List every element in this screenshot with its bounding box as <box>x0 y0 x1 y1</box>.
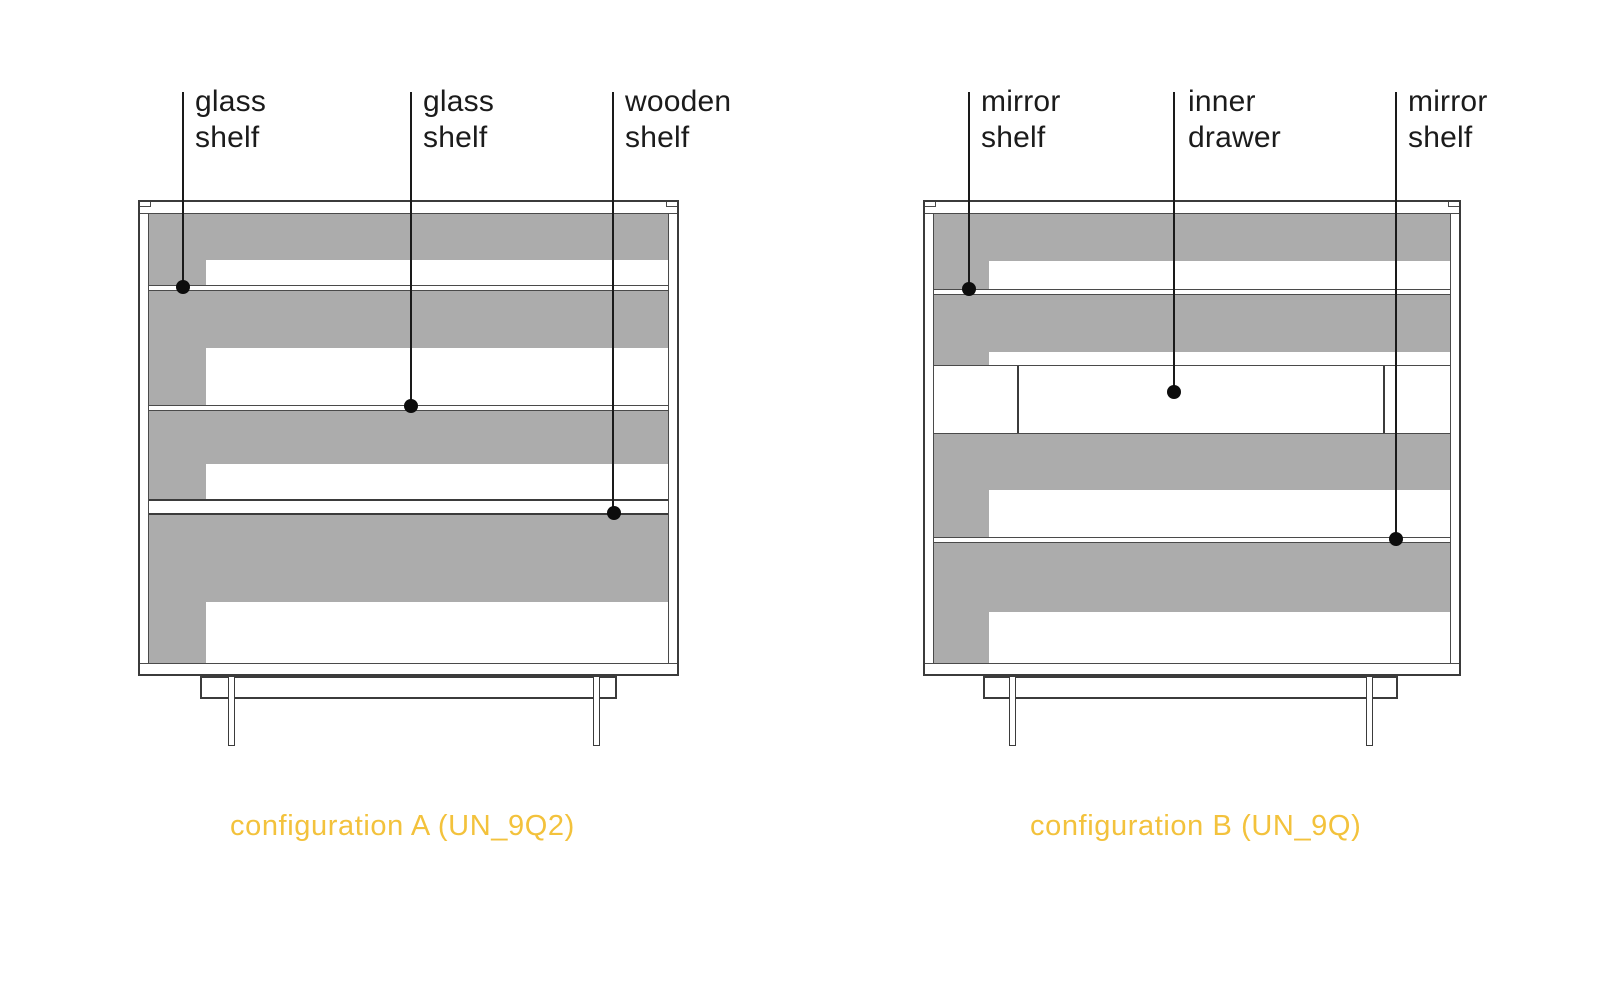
cabinet-b-plinth <box>983 676 1398 699</box>
callout-dot-inner-drawer <box>1167 385 1181 399</box>
cabinet-b-right-leg <box>1366 676 1373 746</box>
label-mirror-shelf-1: mirror shelf <box>981 84 1061 156</box>
label-line: mirror <box>981 85 1061 118</box>
cabinet-a-right-panel <box>668 202 677 674</box>
label-line: shelf <box>423 121 488 154</box>
callout-dot-mirror-shelf-2 <box>1389 532 1403 546</box>
corner-notch <box>925 202 936 207</box>
cabinet-a-compartment-4 <box>149 515 668 663</box>
leader-line-mirror-shelf-2 <box>1395 92 1397 539</box>
leader-line-inner-drawer <box>1173 92 1175 392</box>
callout-dot-mirror-shelf-1 <box>962 282 976 296</box>
cabinet-b-compartment-1 <box>934 214 1450 289</box>
label-line: drawer <box>1188 121 1281 154</box>
callout-dot-glass-shelf-1 <box>176 280 190 294</box>
cabinet-b-left-leg <box>1009 676 1016 746</box>
cabinet-b-bottom-panel <box>925 663 1459 674</box>
label-glass-shelf-2: glass shelf <box>423 84 494 156</box>
cabinet-b <box>923 200 1461 676</box>
mirror-shelf-2 <box>934 537 1450 543</box>
cabinet-b-right-panel <box>1450 202 1459 674</box>
caption-configuration-b: configuration B (UN_9Q) <box>1030 810 1362 842</box>
corner-notch <box>666 202 677 207</box>
leader-line-glass-shelf-2 <box>410 92 412 406</box>
cabinet-b-left-panel <box>925 202 934 674</box>
cabinet-a-left-leg <box>228 676 235 746</box>
leader-line-wooden-shelf <box>612 92 614 513</box>
cabinet-a <box>138 200 679 676</box>
label-line: inner <box>1188 85 1256 118</box>
shelf-shadow-cutout <box>206 464 668 499</box>
label-line: shelf <box>1408 121 1473 154</box>
wooden-shelf <box>149 499 668 515</box>
label-line: glass <box>195 85 267 118</box>
leader-line-mirror-shelf-1 <box>968 92 970 289</box>
shelf-shadow-cutout <box>989 261 1450 289</box>
cabinet-a-compartment-2 <box>149 291 668 405</box>
inner-drawer-right-edge <box>1383 366 1385 433</box>
glass-shelf-1 <box>149 285 668 291</box>
shelf-shadow-cutout <box>989 612 1450 663</box>
label-inner-drawer: inner drawer <box>1188 84 1281 156</box>
cabinet-b-compartment-3 <box>934 434 1450 537</box>
cabinet-a-right-leg <box>593 676 600 746</box>
callout-dot-glass-shelf-2 <box>404 399 418 413</box>
corner-notch <box>1448 202 1459 207</box>
label-line: shelf <box>625 121 690 154</box>
label-line: glass <box>423 85 495 118</box>
callout-dot-wooden-shelf <box>607 506 621 520</box>
label-wooden-shelf: wooden shelf <box>625 84 731 156</box>
cabinet-a-compartment-3 <box>149 411 668 499</box>
shelf-shadow-cutout <box>206 348 668 405</box>
cabinet-a-plinth <box>200 676 617 699</box>
cabinet-b-compartment-4 <box>934 543 1450 663</box>
shelf-shadow-cutout <box>206 602 668 663</box>
label-mirror-shelf-2: mirror shelf <box>1408 84 1488 156</box>
label-line: shelf <box>981 121 1046 154</box>
label-line: shelf <box>195 121 260 154</box>
inner-drawer-left-edge <box>1017 366 1019 433</box>
cabinet-a-bottom-panel <box>140 663 677 674</box>
cabinet-b-top-panel <box>925 202 1459 214</box>
cabinet-a-compartment-1 <box>149 214 668 285</box>
cabinet-a-left-panel <box>140 202 149 674</box>
label-line: mirror <box>1408 85 1488 118</box>
shelf-shadow-cutout <box>989 490 1450 537</box>
label-line: wooden <box>625 85 732 118</box>
inner-drawer-compartment <box>934 365 1450 434</box>
cabinet-b-compartment-2 <box>934 295 1450 365</box>
cabinet-a-top-panel <box>140 202 677 214</box>
label-glass-shelf-1: glass shelf <box>195 84 266 156</box>
mirror-shelf-1 <box>934 289 1450 295</box>
corner-notch <box>140 202 151 207</box>
caption-configuration-a: configuration A (UN_9Q2) <box>230 810 575 842</box>
shelf-shadow-cutout <box>989 352 1450 365</box>
shelf-shadow-cutout <box>206 260 668 285</box>
leader-line-glass-shelf-1 <box>182 92 184 287</box>
